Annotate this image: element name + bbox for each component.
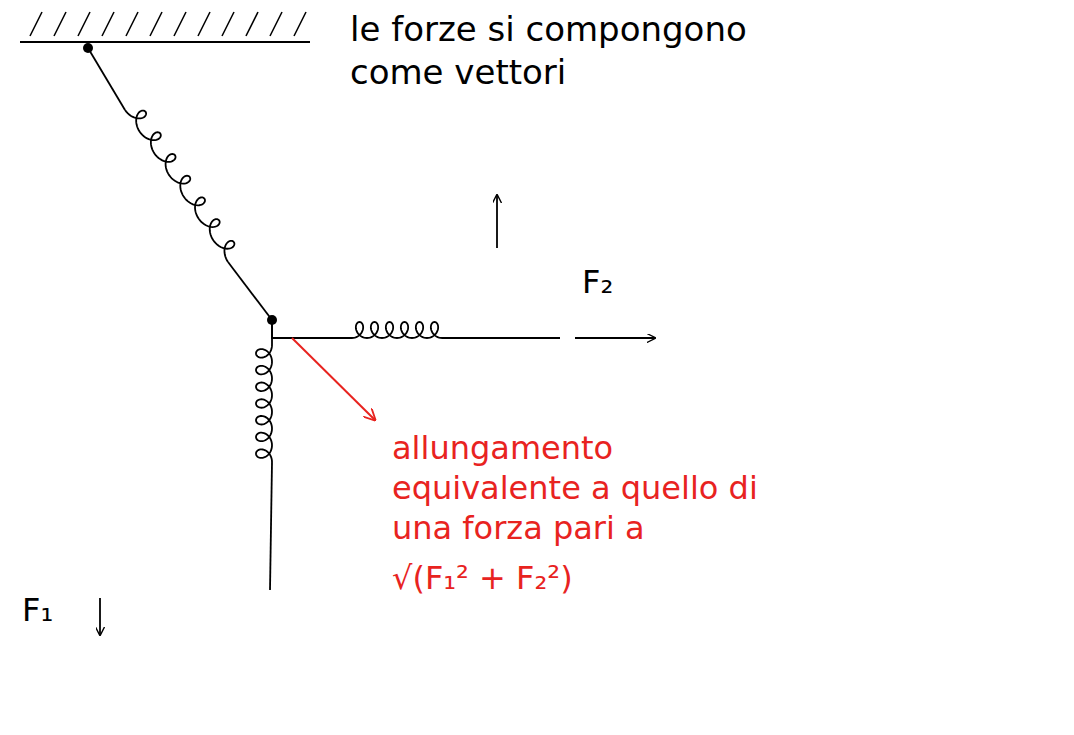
hatch-line xyxy=(270,12,282,36)
spring-coil xyxy=(125,110,234,262)
force-arrow xyxy=(99,598,101,635)
spring-lead xyxy=(272,320,352,338)
hatch-line xyxy=(294,12,306,36)
ceiling xyxy=(20,41,310,43)
spring-lead xyxy=(270,462,272,590)
hatch-line xyxy=(198,12,210,36)
spring-coil xyxy=(256,345,272,462)
springs xyxy=(88,48,560,590)
force-arrow xyxy=(575,337,655,339)
junction xyxy=(267,315,277,325)
spring-lead xyxy=(228,262,272,320)
spring-lead xyxy=(88,48,125,110)
note-text: le forze si compongono come vettori xyxy=(350,8,780,93)
note-text: allungamento equivalente a quello di una… xyxy=(392,428,782,548)
hatch-line xyxy=(174,12,186,36)
hatch-line xyxy=(54,12,66,36)
hatch-line xyxy=(102,12,114,36)
hatch-line xyxy=(246,12,258,36)
hatch-line xyxy=(150,12,162,36)
formula: √(F₁² + F₂²) xyxy=(392,558,573,598)
force-label: F₁ xyxy=(22,590,53,630)
pivot xyxy=(83,43,93,53)
hatch-line xyxy=(126,12,138,36)
pointer-arrow xyxy=(292,338,375,420)
spring-lead xyxy=(442,337,560,339)
hatch-line xyxy=(30,12,42,36)
spring-coil xyxy=(352,322,442,338)
up-arrow xyxy=(496,195,498,248)
hatch-line xyxy=(78,12,90,36)
hatch-line xyxy=(222,12,234,36)
ceiling-hatch xyxy=(30,12,306,36)
force-label: F₂ xyxy=(582,262,613,302)
